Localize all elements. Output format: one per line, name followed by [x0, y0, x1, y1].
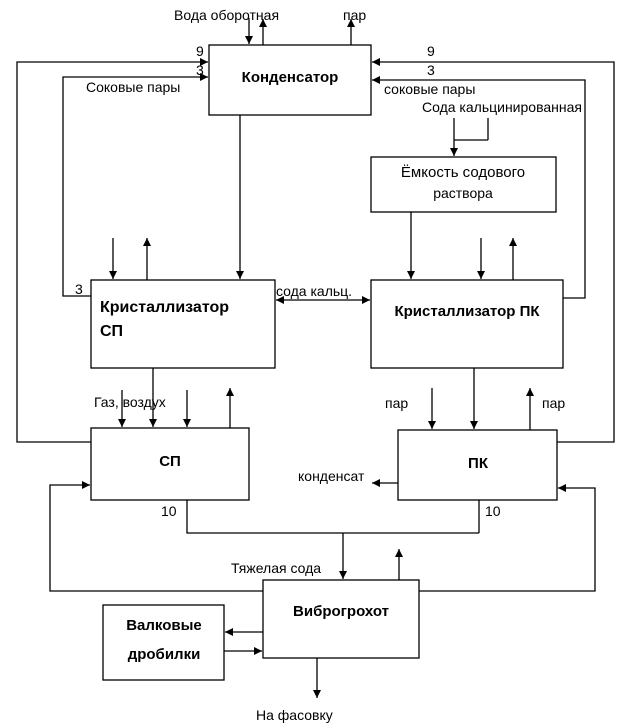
sp-label: СП	[159, 453, 181, 470]
soda-calc-short-label: сода кальц.	[276, 283, 352, 299]
number-9-left: 9	[196, 43, 204, 59]
crystallizer-sp-label-line2: СП	[100, 323, 123, 340]
number-3-left: 3	[196, 62, 204, 78]
condenser-label: Конденсатор	[242, 69, 339, 86]
number-9-right: 9	[427, 43, 435, 59]
steam-pk-left-label: пар	[385, 395, 408, 411]
roller-crushers-box: Валковые дробилки	[102, 604, 225, 681]
sp-to-condenser-loop-9	[16, 58, 208, 443]
vibro-to-pk-loop	[419, 484, 596, 592]
number-3-right: 3	[427, 62, 435, 78]
soda-tank-label-line2: раствора	[433, 185, 493, 201]
condensate-label: конденсат	[298, 468, 365, 484]
steam-pk-right-label: пар	[542, 395, 565, 411]
vibro-screen-label: Виброгрохот	[293, 603, 389, 620]
crystallizer-sp-label-line1: Кристаллизатор	[100, 299, 229, 316]
water-label: Вода оборотная	[174, 7, 279, 23]
vibro-to-sp-loop	[49, 481, 263, 592]
heavy-soda-label: Тяжелая сода	[231, 560, 321, 576]
sp-pk-merge-line	[186, 500, 479, 534]
pk-box: ПК	[397, 429, 558, 501]
number-10-left: 10	[161, 503, 177, 519]
gas-air-label: Газ, воздух	[94, 394, 166, 410]
crystallizer-pk-box: Кристаллизатор ПК	[370, 279, 564, 369]
crystallizer-pk-label: Кристаллизатор ПК	[394, 303, 540, 320]
roller-crushers-label-line1: Валковые	[126, 617, 202, 634]
soda-tank-box: Ёмкость содового раствора	[370, 156, 557, 213]
pk-to-condenser-loop-9	[372, 58, 615, 443]
steam-top-label: пар	[343, 7, 366, 23]
juice-vapor-right-label: соковые пары	[384, 81, 475, 97]
roller-crushers-label-line2: дробилки	[128, 646, 201, 663]
soda-tank-label-line1: Ёмкость содового	[401, 164, 525, 181]
vibro-screen-box: Виброгрохот	[262, 579, 420, 659]
crystallizer-sp-box: Кристаллизатор СП	[90, 279, 276, 369]
number-10-right: 10	[485, 503, 501, 519]
sp-box: СП	[90, 427, 250, 501]
juice-vapor-left-label: Соковые пары	[86, 79, 180, 95]
pk-label: ПК	[468, 455, 489, 472]
cryst-pk-to-condenser-loop-3	[372, 76, 586, 299]
soda-calcined-label: Сода кальцинированная	[422, 99, 582, 115]
condenser-box: Конденсатор	[208, 44, 372, 116]
to-packing-label: На фасовку	[256, 707, 333, 723]
number-3-cryst: 3	[75, 281, 83, 297]
cryst-sp-to-condenser-loop-3	[62, 73, 208, 297]
